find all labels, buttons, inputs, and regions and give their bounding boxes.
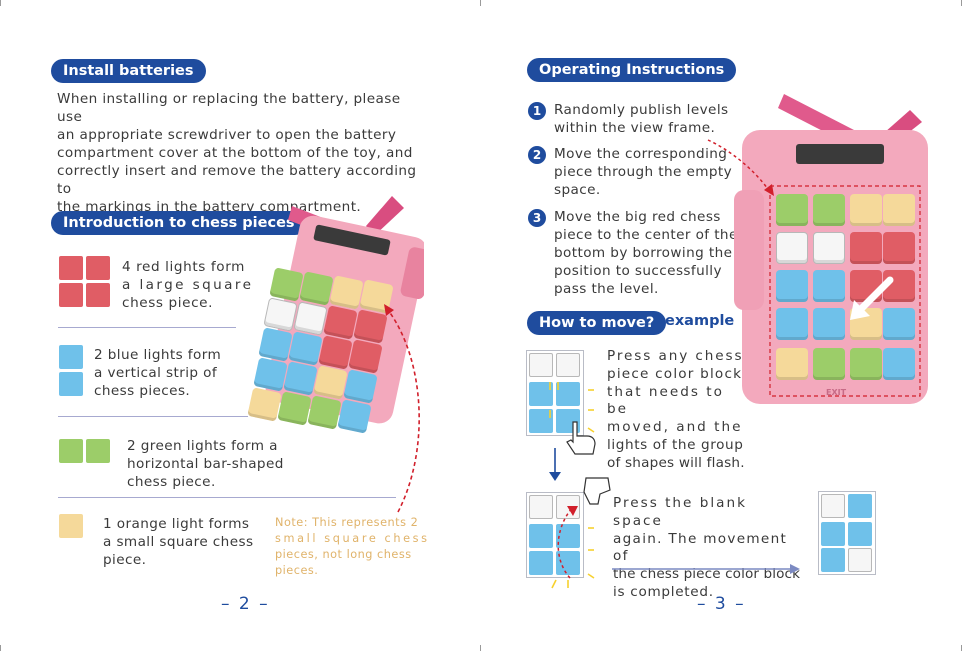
crop-mark xyxy=(0,0,1,6)
device-screen xyxy=(796,144,884,164)
howto-line: Press the blank space xyxy=(613,495,747,529)
divider xyxy=(58,497,396,498)
piece-line: piece. xyxy=(103,552,147,568)
piece-line: 1 orange light forms xyxy=(103,516,250,532)
down-arrow-icon xyxy=(549,448,561,481)
note-line: small square chess xyxy=(275,532,430,545)
device-illustration-right: EXIT xyxy=(734,90,930,406)
device-illustration-left xyxy=(244,196,433,446)
piece-line: 4 red lights form xyxy=(122,259,245,275)
howto-line: again. The movement of xyxy=(613,530,788,565)
howto-grid-step-1 xyxy=(526,350,586,438)
operating-instructions-heading: Operating Instructions xyxy=(527,58,737,82)
blue-piece-description: 2 blue lights form a vertical strip of c… xyxy=(94,346,254,400)
note-line: Note: This represents 2 xyxy=(275,516,419,529)
install-line: compartment cover at the bottom of the t… xyxy=(57,145,413,161)
step-line: bottom by borrowing the xyxy=(554,245,733,261)
device-screen xyxy=(313,224,391,256)
install-line: correctly insert and remove the battery … xyxy=(57,163,417,197)
step-2-text: Move the corresponding piece through the… xyxy=(554,145,744,199)
page-number-right: – 3 – xyxy=(697,594,746,614)
green-piece-description: 2 green lights form a horizontal bar-sha… xyxy=(127,437,317,491)
divider xyxy=(58,416,248,417)
piece-line: 2 blue lights form xyxy=(94,347,222,363)
blue-piece-swatch xyxy=(59,345,85,397)
howto-line: that needs to be xyxy=(607,383,724,418)
device-side-grip xyxy=(734,190,764,310)
orange-piece-swatch xyxy=(59,514,85,540)
step-line: pass the level. xyxy=(554,281,659,297)
step-line: piece through the empty xyxy=(554,164,733,180)
step-line: space. xyxy=(554,182,601,198)
step-line: Move the corresponding xyxy=(554,146,728,162)
howto-grid-step-2 xyxy=(526,492,586,580)
example-label: example xyxy=(665,313,735,329)
crop-mark xyxy=(480,0,481,6)
note-line: pieces, not long chess xyxy=(275,548,412,561)
dashed-arrow-left xyxy=(384,304,420,513)
orange-piece-description: 1 orange light forms a small square ches… xyxy=(103,515,263,569)
device-exit-label: EXIT xyxy=(826,388,847,397)
right-arrow-icon xyxy=(612,564,800,574)
howto-line: of shapes will flash. xyxy=(607,454,745,471)
howto-line: piece color block xyxy=(607,365,743,382)
device-horn xyxy=(366,196,404,236)
step-3-text: Move the big red chess piece to the cent… xyxy=(554,208,744,298)
step-number-badge: 3 xyxy=(528,209,546,227)
piece-line: a large square xyxy=(122,277,254,293)
how-to-move-heading: How to move? xyxy=(527,311,667,335)
piece-line: chess piece. xyxy=(127,474,216,490)
howto-line: moved, and the xyxy=(607,419,743,436)
crop-mark xyxy=(0,645,1,651)
install-batteries-heading: Install batteries xyxy=(51,59,206,83)
howto-step-1-text: Press any chess piece color block that n… xyxy=(607,348,747,473)
page-number-left: – 2 – xyxy=(221,594,270,614)
step-line: piece to the center of the xyxy=(554,227,738,243)
red-piece-swatch xyxy=(59,256,111,308)
dashed-arrow-right xyxy=(707,139,774,196)
piece-line: a vertical strip of xyxy=(94,365,218,381)
step-line: position to successfully xyxy=(554,263,722,279)
howto-step-2-text: Press the blank space again. The movemen… xyxy=(613,495,803,602)
piece-line: 2 green lights form a xyxy=(127,438,278,454)
pointing-hand-icon xyxy=(583,477,611,505)
flash-rays-icon xyxy=(551,506,595,589)
howto-line: is completed. xyxy=(613,583,714,600)
green-piece-swatch xyxy=(59,439,111,465)
piece-line: a small square chess xyxy=(103,534,254,550)
note-text: Note: This represents 2 small square che… xyxy=(275,515,435,579)
howto-line: the chess piece color block xyxy=(613,566,801,583)
piece-line: chess piece. xyxy=(122,295,214,311)
step-line: within the view frame. xyxy=(554,120,716,136)
step-number-badge: 1 xyxy=(528,102,546,120)
pointing-hand-icon xyxy=(566,421,596,455)
step-line: Move the big red chess xyxy=(554,209,721,225)
crop-mark xyxy=(480,645,481,651)
install-line: an appropriate screwdriver to open the b… xyxy=(57,127,397,143)
view-frame xyxy=(769,185,921,397)
step-1-text: Randomly publish levels within the view … xyxy=(554,101,744,137)
howto-line: Press any chess xyxy=(607,348,744,364)
piece-line: chess pieces. xyxy=(94,383,191,399)
flash-rays-icon xyxy=(549,382,595,433)
intro-chess-pieces-heading: Introduction to chess pieces xyxy=(51,211,307,235)
install-line: When installing or replacing the battery… xyxy=(57,91,401,125)
note-line: pieces. xyxy=(275,564,319,577)
divider xyxy=(58,327,236,328)
move-arrow-icon xyxy=(850,276,894,320)
howto-result-grid xyxy=(818,491,878,577)
howto-line: lights of the group xyxy=(607,436,744,453)
piece-line: horizontal bar-shaped xyxy=(127,456,284,472)
step-number-badge: 2 xyxy=(528,146,546,164)
red-piece-description: 4 red lights form a large square chess p… xyxy=(122,258,272,312)
step-line: Randomly publish levels xyxy=(554,102,729,118)
